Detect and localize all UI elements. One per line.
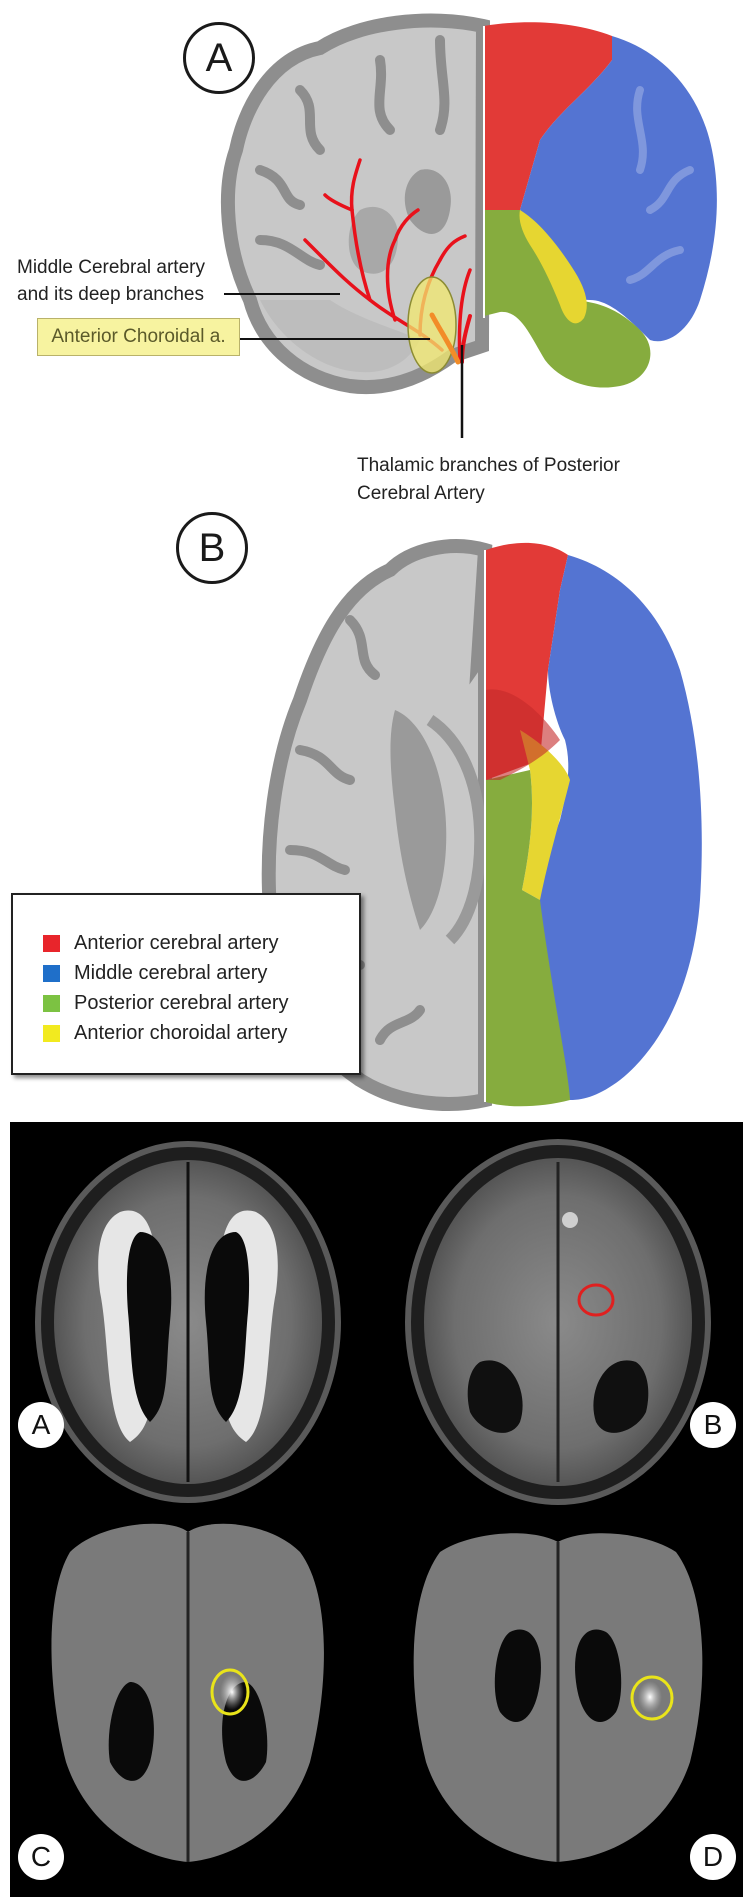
- mca-branch-tree: [303, 158, 472, 362]
- mca-label-line2: and its deep branches: [17, 284, 204, 305]
- legend-swatch-blue: [43, 964, 60, 982]
- legend-label: Anterior choroidal artery: [74, 1021, 288, 1044]
- coronal-left-gyri: [255, 35, 450, 270]
- thalamic-label-line2: Cerebral Artery: [357, 483, 485, 504]
- mri-panel-a-letter: A: [18, 1402, 64, 1448]
- mri-b-red-marker: [577, 1283, 615, 1317]
- mri-panel-c-letter: C: [18, 1834, 64, 1880]
- coronal-left-basal: [348, 206, 399, 274]
- legend-label: Middle cerebral artery: [74, 961, 268, 984]
- anterior-choroidal-area: [407, 276, 457, 374]
- mri-figure: A B C D: [10, 1122, 743, 1897]
- mri-panel-b: [405, 1139, 711, 1505]
- mca-label-line1: Middle Cerebral artery: [17, 257, 205, 278]
- axial-left-insula: [390, 710, 447, 930]
- coronal-left-temporal: [260, 300, 420, 373]
- coronal-right-gyri: [626, 86, 694, 284]
- mri-c-yellow-marker: [210, 1668, 250, 1716]
- legend-item-mca: Middle cerebral artery: [43, 959, 267, 987]
- legend-label: Posterior cerebral artery: [74, 991, 289, 1014]
- mri-panel-c: [51, 1523, 324, 1862]
- axial-pca-territory: [486, 770, 570, 1107]
- coronal-aca-territory: [484, 22, 612, 210]
- legend-item-pca: Posterior cerebral artery: [43, 989, 289, 1017]
- mri-d-yellow-marker: [630, 1675, 674, 1721]
- mri-images: [35, 1139, 711, 1862]
- mri-panel-d: [413, 1533, 703, 1862]
- thalamic-label-line1: Thalamic branches of Posterior: [357, 455, 620, 476]
- mri-panel-d-letter: D: [690, 1834, 736, 1880]
- panel-b-letter: B: [176, 512, 248, 584]
- axial-mca-territory: [538, 555, 702, 1100]
- coronal-left-ventricle: [404, 169, 451, 234]
- choroidal-vessel: [429, 312, 461, 365]
- anterior-choroidal-label: Anterior Choroidal a.: [37, 318, 240, 356]
- axial-left-capsule: [426, 715, 487, 945]
- mri-panel-b-letter: B: [690, 1402, 736, 1448]
- legend-swatch-green: [43, 994, 60, 1012]
- mri-panel-a: [35, 1141, 341, 1503]
- legend-item-acha: Anterior choroidal artery: [43, 1019, 287, 1047]
- axial-deep-red: [486, 689, 560, 780]
- coronal-brain-diagram: [220, 13, 717, 438]
- legend-item-aca: Anterior cerebral artery: [43, 929, 279, 957]
- coronal-acha-territory: [519, 210, 587, 324]
- legend-label: Anterior cerebral artery: [74, 931, 279, 954]
- legend-swatch-red: [43, 934, 60, 952]
- territory-legend: Anterior cerebral artery Middle cerebral…: [11, 893, 361, 1075]
- legend-swatch-yellow: [43, 1024, 60, 1042]
- axial-acha-territory: [520, 730, 570, 900]
- panel-a-letter: A: [183, 22, 255, 94]
- coronal-pca-territory: [484, 210, 651, 388]
